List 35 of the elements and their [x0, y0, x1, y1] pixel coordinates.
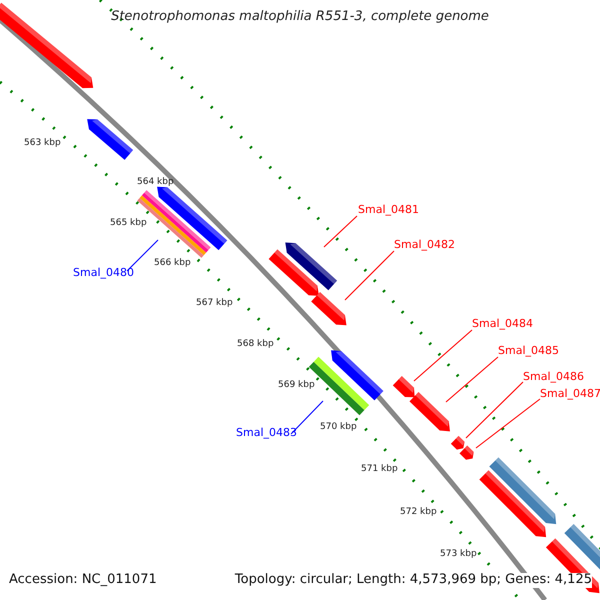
- gene-label: Smal_0487: [540, 388, 600, 401]
- leader-line: [446, 356, 498, 402]
- tick-label: 563 kbp: [24, 138, 61, 148]
- tick-label: 565 kbp: [110, 218, 147, 228]
- gene-label: Smal_0486: [523, 371, 584, 384]
- gene-feature: [392, 376, 415, 398]
- gene-label: Smal_0485: [498, 345, 559, 358]
- gene-feature: [311, 292, 346, 326]
- leader-line: [466, 382, 524, 438]
- tick-label: 569 kbp: [278, 380, 315, 390]
- gene-feature: [410, 392, 450, 432]
- tick-label: 567 kbp: [196, 298, 233, 308]
- gene-label: Smal_0482: [394, 239, 455, 252]
- gene-feature: [450, 436, 465, 450]
- accession-text: Accession: NC_011071: [9, 573, 157, 588]
- gene-feature: [285, 242, 338, 290]
- tick-label: 566 kbp: [154, 258, 191, 268]
- gene-label: Smal_0483: [236, 427, 297, 440]
- tick-label: 564 kbp: [137, 177, 174, 188]
- tick-label: 571 kbp: [361, 464, 398, 474]
- title: Stenotrophomonas maltophilia R551-3, complete genome: [110, 10, 490, 25]
- gene-label: Smal_0484: [472, 318, 533, 331]
- gene-feature: [460, 446, 474, 460]
- leader-line: [414, 330, 472, 382]
- tick-label: 573 kbp: [440, 549, 477, 560]
- gene-label: Smal_0481: [358, 204, 419, 217]
- leader-line: [476, 398, 540, 448]
- tick-label: 568 kbp: [237, 339, 274, 350]
- leader-line: [126, 240, 158, 272]
- leader-line: [344, 250, 394, 300]
- leader-line: [324, 216, 358, 248]
- tick-label: 570 kbp: [320, 422, 357, 432]
- tick-label: 572 kbp: [400, 507, 437, 518]
- gene-label: Smal_0480: [73, 267, 134, 280]
- leader-line: [290, 400, 324, 434]
